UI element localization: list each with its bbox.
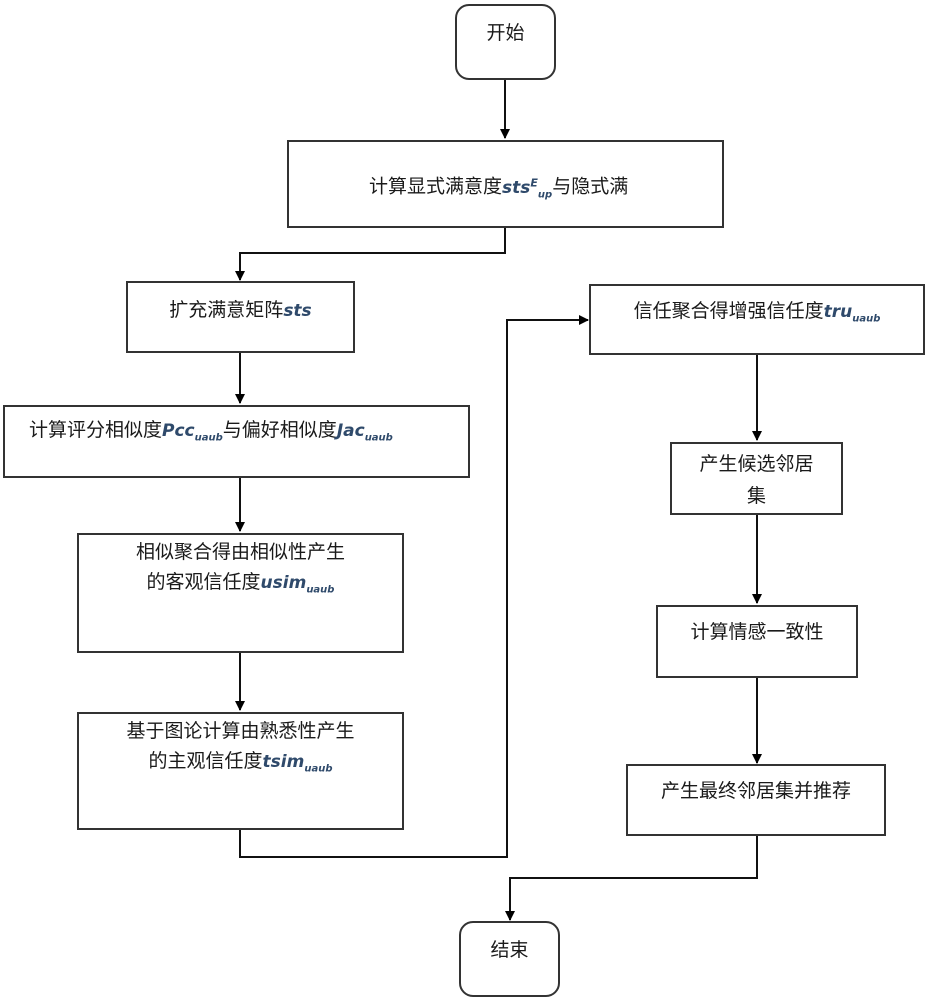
start-node: 开始 [455,4,556,80]
step-text-line2: 的客观信任度 [147,571,261,593]
step-expand-matrix: 扩充满意矩阵sts [126,281,355,353]
step-enhanced-trust: 信任聚合得增强信任度truuaub [589,284,925,355]
step-text: 扩充满意矩阵 [169,299,283,321]
step-text-line1: 相似聚合得由相似性产生 [79,537,402,567]
edge-s9-end [510,836,757,920]
step-objective-trust: 相似聚合得由相似性产生 的客观信任度usimuaub [77,533,404,653]
step-text: 计算显式满意度 [369,176,502,198]
formula-jac: Jacuaub [337,421,393,441]
step-text: 信任聚合得增强信任度 [634,300,824,322]
step-text-line1: 基于图论计算由熟悉性产生 [79,716,402,746]
step-text-line1: 产生候选邻居 [672,448,841,480]
formula-pcc: Pccuaub [162,421,223,441]
formula-sts-e-up: stsEup [502,178,552,198]
step-text: 计算情感一致性 [690,621,823,643]
step-emotion-consistency: 计算情感一致性 [656,605,858,678]
formula-usim: usimuaub [261,573,335,593]
start-label: 开始 [486,22,524,44]
step-text: 产生最终邻居集并推荐 [661,780,851,802]
step-text: 计算评分相似度 [29,419,162,441]
step-subjective-trust: 基于图论计算由熟悉性产生 的主观信任度tsimuaub [77,712,404,830]
step-candidate-neighbors: 产生候选邻居 集 [670,442,843,515]
step-text-after: 与隐式满 [552,176,628,198]
end-node: 结束 [459,921,560,997]
step-compute-similarity: 计算评分相似度Pccuaub与偏好相似度Jacuaub [3,405,470,478]
step-text-line2: 集 [672,480,841,512]
end-label: 结束 [490,939,528,961]
step-text-after: 与偏好相似度 [223,419,337,441]
step-final-recommend: 产生最终邻居集并推荐 [626,764,886,836]
step-compute-satisfaction: 计算显式满意度stsEup与隐式满 [287,140,724,228]
formula-sts: sts [283,301,311,321]
edge-s1-s2 [240,228,505,280]
step-text-line2: 的主观信任度 [149,750,263,772]
formula-tsim: tsimuaub [263,752,333,772]
formula-tru: truuaub [824,302,881,322]
